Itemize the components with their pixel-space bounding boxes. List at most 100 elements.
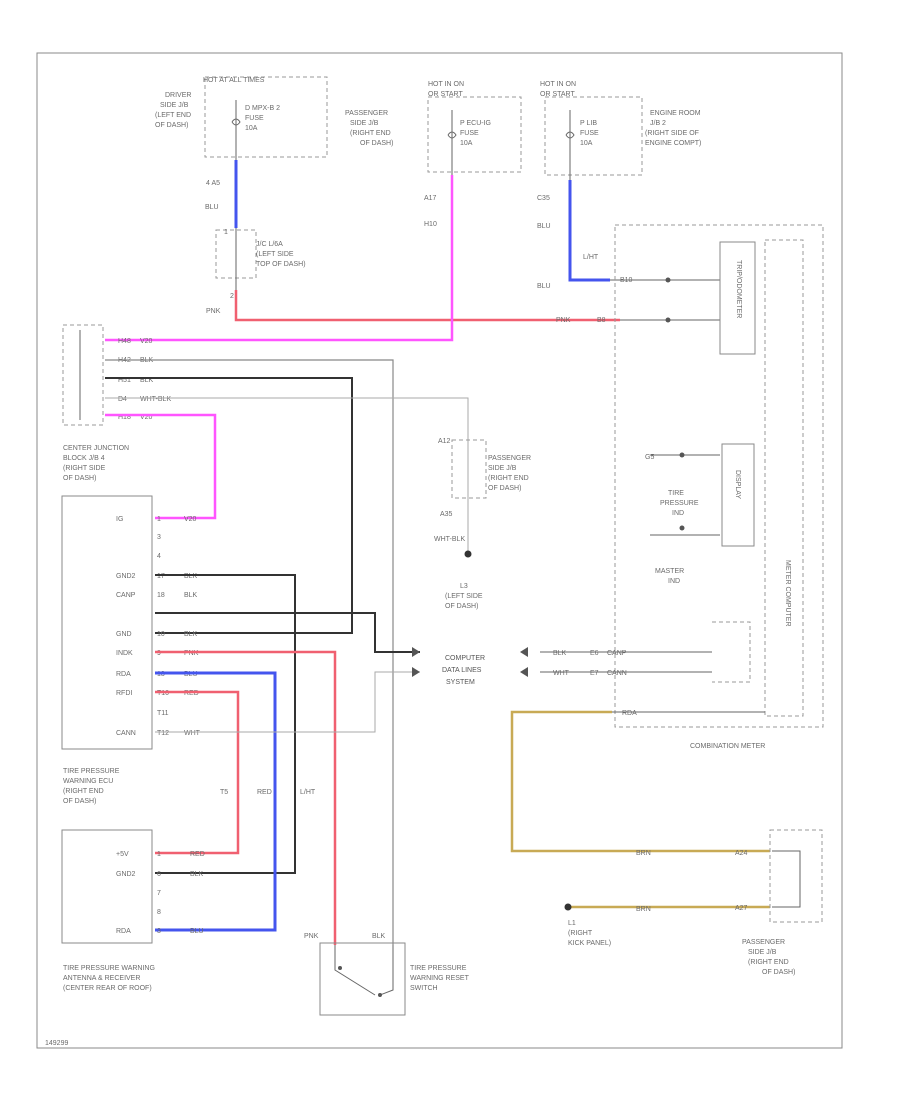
center-jb-label-3: (RIGHT SIDE xyxy=(63,465,106,472)
jc-pin-2: 2 xyxy=(230,293,234,300)
driver-jb-feed: HOT AT ALL TIMES xyxy=(203,77,265,84)
tire-ind-gnd: G5 xyxy=(645,454,654,461)
switch-pivot xyxy=(338,966,342,970)
driver-fuse-3: 10A xyxy=(245,125,258,132)
antenna-pin-number: 1 xyxy=(157,851,161,858)
source-engine-room: HOT IN ON OR START ENGINE ROOM J/B 2 (RI… xyxy=(537,81,720,323)
pink-wire-ig xyxy=(105,413,217,520)
switch-arm xyxy=(334,945,376,996)
center-jb-wire-4: WHT-BLK xyxy=(140,396,171,403)
antenna-box xyxy=(61,829,153,944)
driver-fuse-2: FUSE xyxy=(245,115,264,122)
antenna-pin-wire: BLK xyxy=(190,871,204,878)
engine-lht-label: L/HT xyxy=(583,254,599,261)
pink-wire-to-center-jb xyxy=(105,175,454,342)
cann-wht-wire xyxy=(155,671,420,733)
blk-wire-h42 xyxy=(105,359,394,945)
ecu-pin-number: T10 xyxy=(157,690,169,697)
meter-canp-wire: BLK xyxy=(553,650,567,657)
jc-pnk-label: PNK xyxy=(206,308,221,315)
diagram-id: 149299 xyxy=(45,1040,68,1047)
ecu-name-2: WARNING ECU xyxy=(63,778,113,785)
driver-fuse-symbol xyxy=(231,118,241,126)
antenna-pin-number: 8 xyxy=(157,909,161,916)
can-system-label-3: SYSTEM xyxy=(446,679,475,686)
ground-l3-label-1: L3 xyxy=(460,583,468,590)
ecu-name-3: (RIGHT END xyxy=(63,788,104,795)
ecu-pin-label: CANN xyxy=(116,730,136,737)
jc-label-3: TOP OF DASH) xyxy=(256,261,306,268)
rda-blu-wire xyxy=(155,671,277,932)
reset-name-1: TIRE PRESSURE xyxy=(410,965,467,972)
passenger-fuse-3: 10A xyxy=(460,140,473,147)
brn-wire-meter-to-jb xyxy=(510,710,770,853)
passenger-jb3-wire-2: BRN xyxy=(636,906,651,913)
can-system: COMPUTER DATA LINES SYSTEM xyxy=(412,647,528,686)
can-system-label-2: DATA LINES xyxy=(442,667,482,674)
ecu-pin-number: 18 xyxy=(157,592,165,599)
canp-blk-wire xyxy=(155,612,420,653)
reset-switch: PNK BLK TIRE PRESSURE WARNING RESET SWIT… xyxy=(304,933,470,1016)
meter-cann-tag: E7 xyxy=(590,670,599,677)
passenger-jb3-label-1: PASSENGER xyxy=(742,939,785,946)
display-box xyxy=(721,443,755,547)
gnd2-blk-wire xyxy=(155,574,296,874)
ecu-name-1: TIRE PRESSURE xyxy=(63,768,120,775)
driver-jb-box xyxy=(204,76,328,158)
center-jb-pin-5: H18 xyxy=(118,414,131,421)
reset-name-3: SWITCH xyxy=(410,985,438,992)
splice-wire: RED xyxy=(257,789,272,796)
driver-fuse-1: D MPX-B 2 xyxy=(245,105,280,112)
center-jb-pin-3: H51 xyxy=(118,377,131,384)
splice-tag: L/HT xyxy=(300,789,316,796)
b8-dot xyxy=(665,317,671,323)
driver-jb-loc-3: (LEFT END xyxy=(155,112,191,119)
engine-feed-2: OR START xyxy=(540,91,575,98)
center-jb-pin-1: H48 xyxy=(118,338,131,345)
can-arrow-right-2 xyxy=(520,667,528,677)
engine-loc-4: ENGINE COMPT) xyxy=(645,140,701,147)
meter-cann: CANN xyxy=(607,670,627,677)
meter-name: COMBINATION METER xyxy=(690,743,765,750)
engine-blu-label-2: BLU xyxy=(537,283,551,290)
ecu-pin-number: T12 xyxy=(157,730,169,737)
passenger-jb2-box xyxy=(451,439,487,499)
engine-loc-2: J/B 2 xyxy=(650,120,666,127)
can-arrow-left-1 xyxy=(412,647,420,657)
driver-jb-loc-1: DRIVER xyxy=(165,92,191,99)
ground-l3-label-3: OF DASH) xyxy=(445,603,478,610)
passenger-fuse-symbol xyxy=(447,131,457,139)
passenger-pin-label-2: H10 xyxy=(424,221,437,228)
meter-canp: CANP xyxy=(607,650,627,657)
ecu-pin-number: 10 xyxy=(157,631,165,638)
center-jb-wire-1: V20 xyxy=(140,338,153,345)
switch-contact-point xyxy=(378,993,382,997)
meter-outer-box xyxy=(614,224,824,728)
jc-l6a: J/C L/6A (LEFT SIDE TOP OF DASH) 1 2 PNK xyxy=(206,228,306,315)
passenger-jb2-label-1: PASSENGER xyxy=(488,455,531,462)
switch-contact xyxy=(379,945,394,996)
meter-pin-b8: B8 xyxy=(597,317,606,324)
rfdi-red-wire xyxy=(155,690,240,855)
engine-feed-1: HOT IN ON xyxy=(540,81,576,88)
ecu-name-4: OF DASH) xyxy=(63,798,96,805)
engine-pin-label: C35 xyxy=(537,195,550,202)
can-arrow-right-1 xyxy=(520,647,528,657)
passenger-loc-2: SIDE J/B xyxy=(350,120,379,127)
passenger-jb3-pin-2: A27 xyxy=(735,905,748,912)
reset-switch-box xyxy=(319,942,406,1016)
can-arrow-left-2 xyxy=(412,667,420,677)
antenna-name-3: (CENTER REAR OF ROOF) xyxy=(63,985,152,992)
ground-l3-label-2: (LEFT SIDE xyxy=(445,593,483,600)
center-jb-box xyxy=(62,324,104,426)
center-jb-label-1: CENTER JUNCTION xyxy=(63,445,129,452)
engine-fuse-1: P LIB xyxy=(580,120,597,127)
tire-ind-label-2: PRESSURE xyxy=(660,500,699,507)
ecu-pin-wire: BLK xyxy=(184,592,198,599)
diagram-frame xyxy=(36,52,843,1049)
center-jb-wire-5: V20 xyxy=(140,414,153,421)
ecu-pin-wire: WHT xyxy=(184,730,201,737)
antenna-name-2: ANTENNA & RECEIVER xyxy=(63,975,140,982)
meter-computer-label: METER COMPUTER xyxy=(784,560,791,627)
